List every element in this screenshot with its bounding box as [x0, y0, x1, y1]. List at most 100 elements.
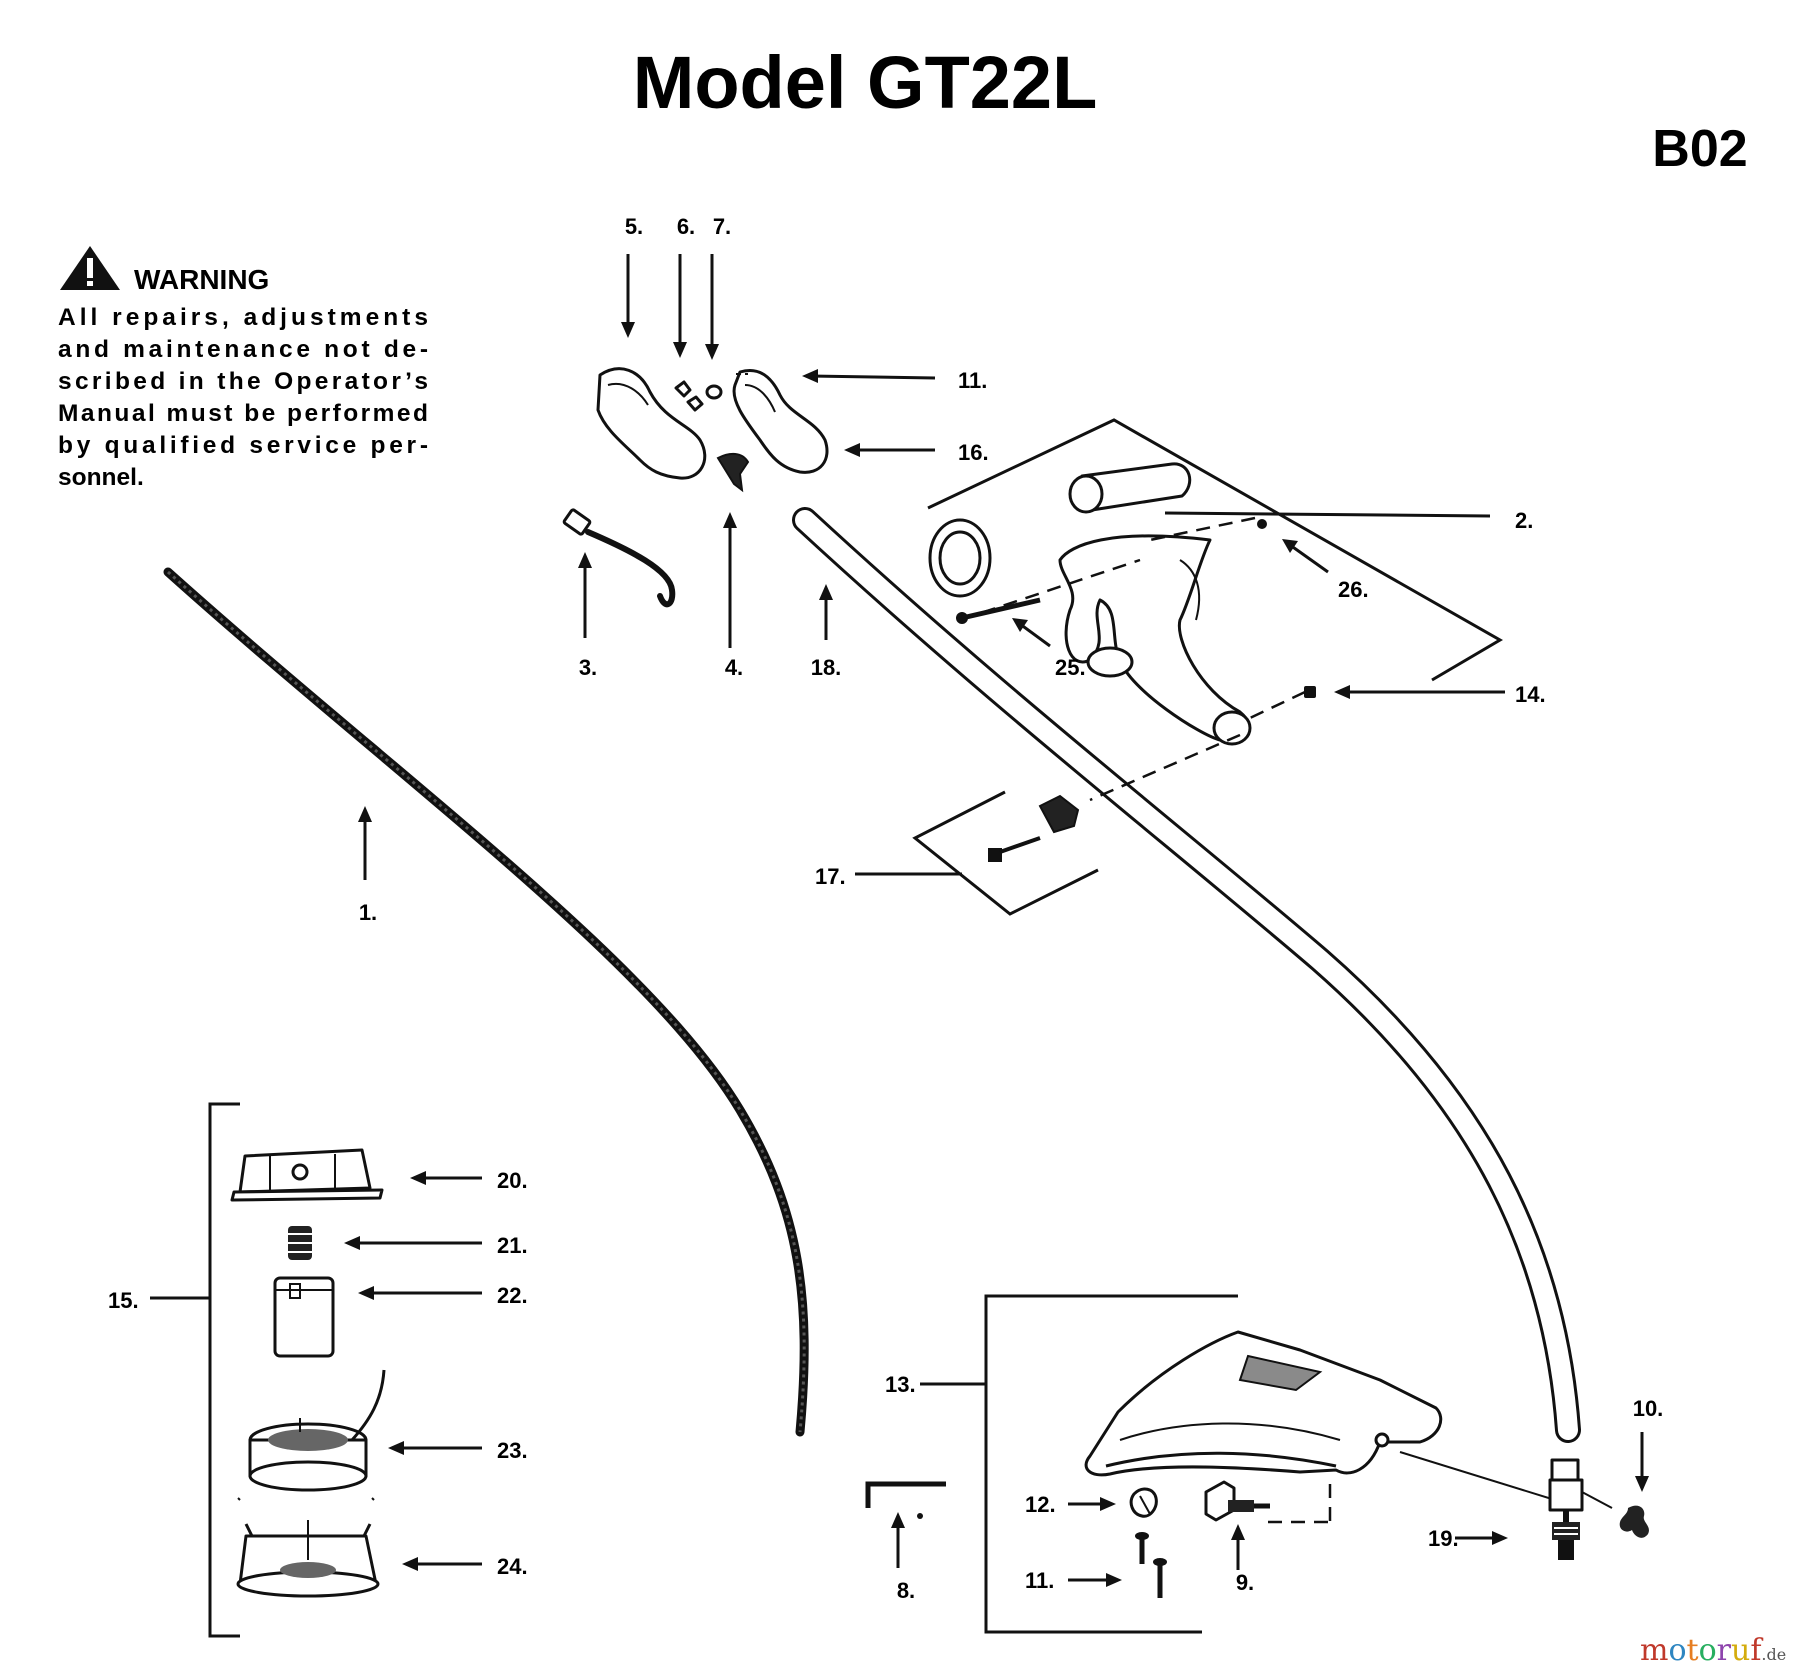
callout-3: 3.	[579, 655, 597, 680]
watermark-logo: motoruf.de	[1640, 1633, 1786, 1668]
callout-14: 14.	[1515, 682, 1546, 707]
leader-26	[1289, 543, 1329, 574]
callout-7: 7.	[713, 214, 731, 239]
callout-20: 20.	[497, 1168, 528, 1193]
line-spool-part	[248, 1369, 386, 1492]
nut-part	[1304, 686, 1316, 698]
callout-12: 12.	[1025, 1492, 1056, 1517]
callout-11: 11.	[958, 368, 987, 393]
group-bracket-2	[927, 418, 1503, 682]
assembly-line	[1399, 1451, 1569, 1505]
handle-grip-part	[928, 518, 992, 598]
screw-part	[1228, 1500, 1270, 1512]
arrow-head	[358, 1286, 374, 1300]
callout-22: 22.	[497, 1283, 528, 1308]
wire-connector-part	[562, 508, 676, 608]
callout-10: 10.	[1633, 1396, 1664, 1421]
arrow-head	[1334, 685, 1350, 699]
arrow-head	[578, 552, 592, 568]
warning-heading: WARNING	[134, 264, 269, 295]
arrow-head	[1012, 618, 1028, 632]
callout-19: 19.	[1428, 1526, 1459, 1551]
throttle-handle-half-part	[732, 369, 829, 474]
warning-line: scribed in the Operator’s	[58, 368, 428, 395]
warning-line: and maintenance not de-	[58, 336, 428, 363]
callout-6: 6.	[677, 214, 695, 239]
assembly-dashed-line	[1149, 516, 1256, 542]
arrow-head	[344, 1236, 360, 1250]
callout-26: 26.	[1338, 577, 1369, 602]
callout-15: 15.	[108, 1288, 139, 1313]
warning-triangle-icon	[60, 246, 120, 290]
arrow-head	[410, 1171, 426, 1185]
arrow-head	[673, 342, 687, 358]
callout-23: 23.	[497, 1438, 528, 1463]
callout-1: 1.	[359, 900, 377, 925]
callout-11b: 11.	[1025, 1568, 1054, 1593]
group-bracket-15	[208, 1102, 240, 1638]
callout-16: 16.	[958, 440, 989, 465]
arrow-head	[358, 806, 372, 822]
callout-4: 4.	[725, 655, 743, 680]
callout-8: 8.	[897, 1578, 915, 1603]
arrow-head	[388, 1441, 404, 1455]
callout-9: 9.	[1236, 1570, 1254, 1595]
arrow-head	[844, 443, 860, 457]
assembly-dashed-line	[1089, 733, 1241, 802]
warning-line: by qualified service per-	[58, 432, 428, 459]
arrow-head	[1106, 1573, 1122, 1587]
trimmer-cap-part	[230, 1148, 384, 1202]
screw-part	[1135, 1532, 1149, 1564]
warning-line: sonnel.	[58, 464, 144, 491]
throttle-trigger-part	[716, 452, 750, 493]
arrow-head	[621, 322, 635, 338]
nut-part	[1257, 519, 1267, 529]
warning-block: WARNING All repairs, adjustments and mai…	[58, 246, 428, 491]
wing-nut-part	[1619, 1505, 1649, 1538]
arrow-head	[802, 369, 818, 383]
line-guard-part	[1084, 1330, 1443, 1477]
callout-25: 25.	[1055, 655, 1086, 680]
arrow-head	[1282, 539, 1298, 553]
callout-24: 24.	[497, 1554, 528, 1579]
throttle-spring-part	[674, 380, 704, 412]
arrow-head	[723, 512, 737, 528]
shaft-tube-part	[792, 507, 1581, 1443]
drive-end-part	[1548, 1458, 1584, 1560]
leader-11	[809, 374, 936, 380]
pivot-pin-part	[705, 384, 723, 400]
arrow-head	[1635, 1476, 1649, 1492]
group-bracket-13	[984, 1294, 1238, 1634]
arrow-head	[891, 1512, 905, 1528]
group-bracket-17	[912, 790, 1099, 916]
spring-part	[288, 1226, 312, 1260]
leader-2	[1164, 511, 1491, 518]
callout-13: 13.	[885, 1372, 916, 1397]
arrow-head	[819, 584, 833, 600]
assembly-dashed-line	[1249, 690, 1306, 720]
throttle-handle-half-part	[596, 367, 707, 480]
page-code: B02	[1652, 120, 1747, 178]
callout-18: 18.	[811, 655, 842, 680]
clamp-knob-part	[1038, 794, 1080, 834]
assembly-line	[1581, 1491, 1613, 1509]
model-title: Model GT22L	[633, 41, 1098, 124]
clip-part	[1129, 1487, 1158, 1518]
arrow-head	[402, 1557, 418, 1571]
callout-21: 21.	[497, 1233, 528, 1258]
clamp-bolt-part	[988, 836, 1041, 862]
callout-2: 2.	[1515, 508, 1533, 533]
screw-shaft	[961, 597, 1041, 621]
hex-key-part	[865, 1481, 946, 1519]
leader-25	[1019, 622, 1051, 648]
arrow-head	[1231, 1524, 1245, 1540]
callout-5: 5.	[625, 214, 643, 239]
warning-line: All repairs, adjustments	[58, 304, 428, 331]
clamp-nut-part	[1086, 646, 1134, 678]
arrow-head	[705, 344, 719, 360]
adapter-part	[273, 1276, 335, 1358]
drive-cable-part	[163, 567, 809, 1437]
screw-part	[1153, 1558, 1167, 1598]
handle-bar-part	[1058, 462, 1252, 746]
